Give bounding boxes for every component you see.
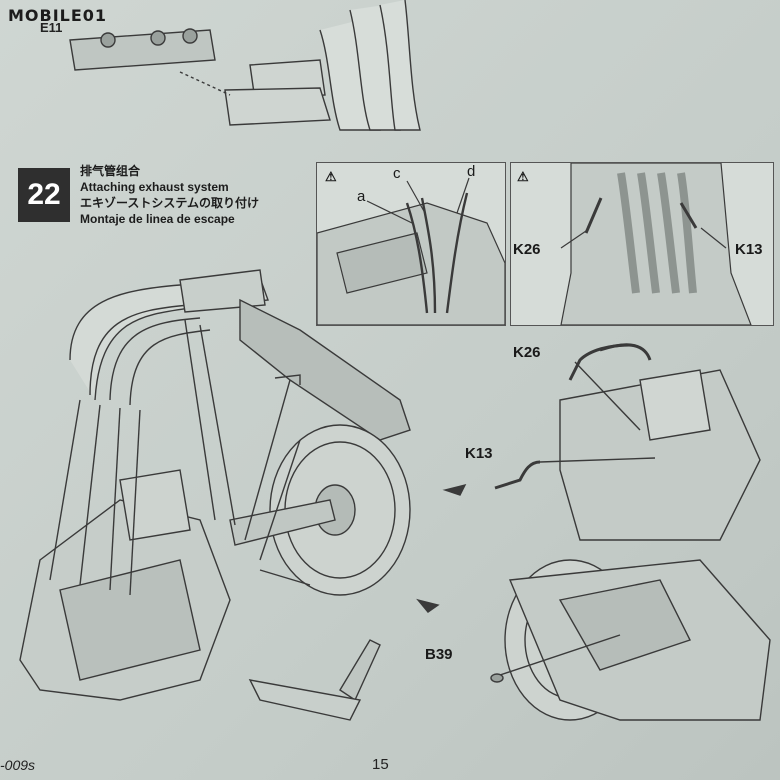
inset-cables-drawing (317, 177, 505, 325)
watermark-logo: MOBILE01 (8, 6, 108, 25)
page-number: 15 (372, 756, 389, 773)
part-label-b39: B39 (425, 646, 453, 663)
step-title-block: 排气管组合 Attaching exhaust system エキゾーストシステ… (80, 163, 259, 227)
inset-label-k26: K26 (513, 241, 541, 258)
step-title-zh: 排气管组合 (80, 164, 141, 178)
manual-code: -009s (0, 757, 36, 773)
step-title-ja: エキゾーストシステムの取り付け (80, 196, 260, 210)
part-label-k26: K26 (513, 344, 541, 361)
step-title-en: Attaching exhaust system (80, 180, 229, 194)
warning-icon: ⚠ (517, 169, 529, 184)
step-title-es: Montaje de linea de escape (80, 212, 235, 226)
detail-inset-clamps: ⚠ K26 K13 (510, 162, 774, 326)
part-label-e11: E11 (40, 20, 63, 35)
inset-label-c: c (393, 165, 401, 182)
inset-label-a: a (357, 188, 366, 205)
inset-label-k13: K13 (735, 241, 763, 258)
warning-icon: ⚠ (325, 169, 337, 184)
inset-label-d: d (467, 163, 476, 180)
part-label-k13: K13 (465, 445, 493, 462)
inset-clamps-drawing (560, 163, 752, 325)
detail-inset-cables: ⚠ a c d (316, 162, 506, 326)
step-number-badge: 22 (18, 168, 70, 222)
